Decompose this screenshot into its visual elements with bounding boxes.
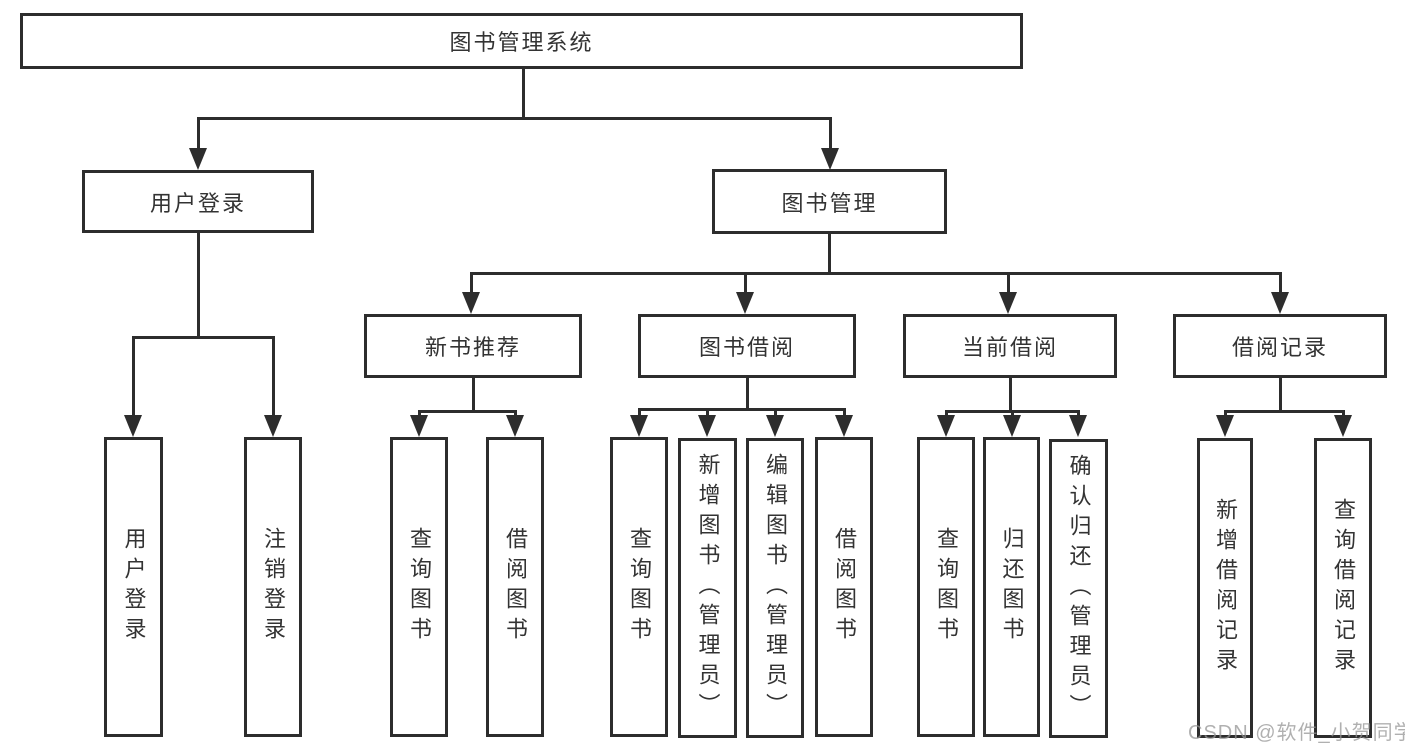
node-label: 查询图书 (934, 527, 959, 647)
arrowhead-down (835, 415, 853, 437)
connector-line (471, 378, 475, 413)
arrowhead-down (766, 415, 784, 437)
arrowhead-down (821, 148, 839, 170)
arrowhead-down (698, 415, 716, 437)
node-label: 确认归还（管理员） (1066, 453, 1092, 724)
node-new-book-recommend: 新书推荐 (364, 314, 582, 378)
arrowhead-down (937, 415, 955, 437)
node-label: 新增借阅记录 (1213, 498, 1238, 678)
connector-line (196, 233, 200, 339)
node-label: 图书管理系统 (449, 30, 594, 55)
node-leaf-edit-book: 编辑图书（管理员） (746, 438, 804, 738)
connector-line (271, 336, 275, 419)
node-label: 新书推荐 (424, 335, 521, 360)
node-label: 查询图书 (407, 527, 432, 647)
node-label: 借阅图书 (503, 527, 528, 647)
arrowhead-down (189, 148, 207, 170)
node-book-management: 图书管理 (712, 169, 947, 234)
connector-line (1076, 410, 1080, 419)
node-book-borrowing: 图书借阅 (638, 314, 856, 378)
node-label: 查询借阅记录 (1331, 498, 1356, 678)
connector-line (131, 336, 135, 419)
connector-line (743, 272, 747, 296)
arrowhead-down (630, 415, 648, 437)
connector-line (637, 408, 641, 419)
node-leaf-logout: 注销登录 (244, 437, 302, 737)
node-label: 编辑图书（管理员） (763, 453, 788, 723)
node-label: 借阅记录 (1231, 335, 1328, 360)
arrowhead-down (506, 415, 524, 437)
node-label: 注销登录 (261, 527, 286, 647)
connector-line (513, 410, 517, 419)
connector-line (828, 117, 832, 152)
node-label: 图书管理 (781, 190, 878, 216)
node-leaf-add-book: 新增图书（管理员） (678, 438, 737, 738)
connector-line (1223, 410, 1345, 413)
arrowhead-down (1334, 415, 1352, 437)
node-leaf-query-book-2: 查询图书 (610, 437, 668, 737)
node-leaf-confirm-return: 确认归还（管理员） (1049, 439, 1108, 738)
arrowhead-down (736, 292, 754, 314)
connector-line (1278, 272, 1282, 296)
arrowhead-down (1216, 415, 1234, 437)
connector-line (417, 410, 421, 419)
node-current-borrowing: 当前借阅 (903, 314, 1117, 378)
arrowhead-down (1003, 415, 1021, 437)
connector-line (1008, 378, 1012, 413)
connector-line (1223, 410, 1227, 419)
node-label: 用户登录 (149, 190, 246, 216)
connector-line (827, 234, 831, 275)
arrowhead-down (1271, 292, 1289, 314)
connector-line (842, 408, 846, 419)
arrowhead-down (410, 415, 428, 437)
connector-line (705, 408, 709, 419)
node-leaf-borrow-book-1: 借阅图书 (486, 437, 544, 737)
connector-line (1341, 410, 1345, 419)
node-user-login: 用户登录 (82, 170, 314, 233)
node-root: 图书管理系统 (20, 13, 1023, 69)
connector-line (1278, 378, 1282, 413)
node-label: 当前借阅 (961, 335, 1058, 360)
node-label: 归还图书 (999, 527, 1025, 647)
node-leaf-return-book: 归还图书 (983, 437, 1040, 737)
connector-line (944, 410, 948, 419)
node-leaf-query-borrow-record: 查询借阅记录 (1314, 438, 1372, 738)
node-label: 查询图书 (627, 527, 652, 647)
node-leaf-query-book-1: 查询图书 (390, 437, 448, 737)
arrowhead-down (1069, 415, 1087, 437)
node-leaf-user-login: 用户登录 (104, 437, 163, 737)
node-label: 图书借阅 (698, 335, 795, 360)
connector-line (131, 336, 275, 339)
arrowhead-down (462, 292, 480, 314)
connector-line (417, 410, 517, 413)
connector-line (521, 69, 525, 120)
connector-line (745, 378, 749, 411)
node-leaf-query-book-3: 查询图书 (917, 437, 975, 737)
connector-line (1006, 272, 1010, 296)
node-label: 借阅图书 (832, 527, 857, 647)
arrowhead-down (124, 415, 142, 437)
csdn-watermark: CSDN @软件_小贺同学 (1188, 722, 1405, 744)
node-borrowing-records: 借阅记录 (1173, 314, 1387, 378)
connector-line (469, 272, 1282, 275)
connector-line (469, 272, 473, 296)
connector-line (637, 408, 846, 411)
node-label: 新增图书（管理员） (695, 453, 721, 723)
connector-line (773, 408, 777, 419)
connector-line (1010, 410, 1014, 419)
connector-line (196, 117, 832, 120)
connector-line (196, 117, 200, 152)
node-leaf-borrow-book-2: 借阅图书 (815, 437, 873, 737)
arrowhead-down (264, 415, 282, 437)
arrowhead-down (999, 292, 1017, 314)
node-label: 用户登录 (121, 527, 147, 647)
node-leaf-add-borrow-record: 新增借阅记录 (1197, 438, 1253, 738)
